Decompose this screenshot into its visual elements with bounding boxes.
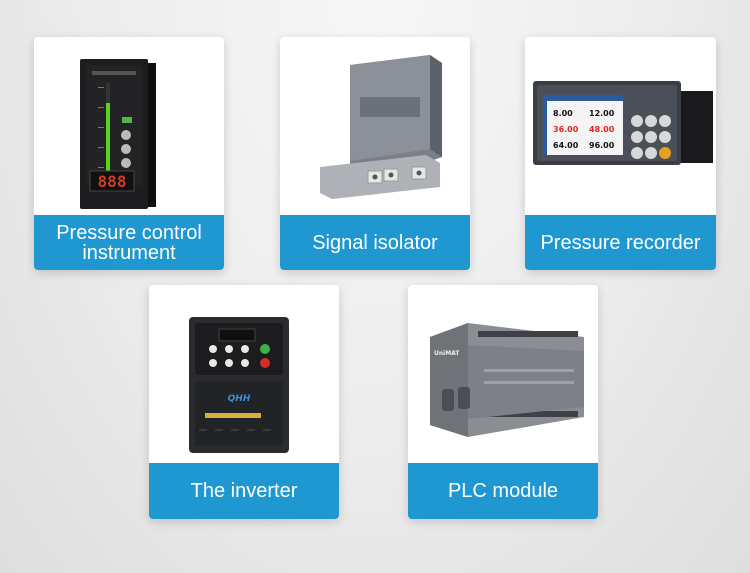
svg-text:12.00: 12.00 [589,109,615,118]
product-card-plc-module[interactable]: UniMAT PLC module [408,285,598,519]
din-rail-isolator-icon [280,37,470,215]
svg-text:48.00: 48.00 [589,125,615,134]
product-label: PLC module [408,463,598,519]
product-label: The inverter [149,463,339,519]
product-card-pressure-control-instrument[interactable]: 888 Pressure control instrument [34,37,224,270]
vertical-bar-indicator-icon: 888 [34,37,224,215]
product-label: Signal isolator [280,215,470,270]
svg-text:8.00: 8.00 [553,109,573,118]
product-card-signal-isolator[interactable]: Signal isolator [280,37,470,270]
product-label: Pressure control instrument [34,215,224,270]
plc-brand-text: UniMAT [434,350,460,357]
paperless-recorder-icon: 8.00 12.00 36.00 48.00 64.00 96.00 [525,37,716,215]
product-card-the-inverter[interactable]: QHH The inverter [149,285,339,519]
product-card-pressure-recorder[interactable]: 8.00 12.00 36.00 48.00 64.00 96.00 Press… [525,37,716,270]
inverter-brand-text: QHH [228,394,251,404]
svg-text:36.00: 36.00 [553,125,579,134]
frequency-inverter-icon: QHH [149,285,339,463]
plc-module-icon: UniMAT [408,285,598,463]
product-label: Pressure recorder [525,215,716,270]
svg-text:64.00: 64.00 [553,141,579,150]
indicator-display-text: 888 [98,172,127,191]
svg-text:96.00: 96.00 [589,141,615,150]
